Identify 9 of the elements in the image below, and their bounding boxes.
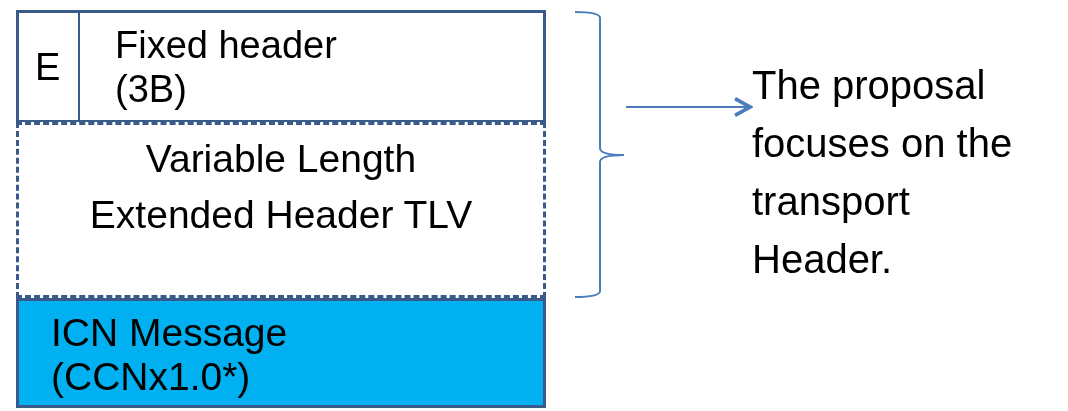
field-label: Fixed header (3B) <box>115 23 338 111</box>
message-box <box>16 298 546 408</box>
arrow <box>625 96 752 118</box>
header-field-box <box>16 10 546 123</box>
note-text: The proposal focuses on the transport Header. <box>752 62 1014 283</box>
field-label: Variable Length Extended Header TLV <box>88 136 474 238</box>
field-label: ICN Message (CCNx1.0*) <box>51 311 289 399</box>
extended-header-box <box>16 122 546 298</box>
flag-label: E <box>35 45 61 89</box>
